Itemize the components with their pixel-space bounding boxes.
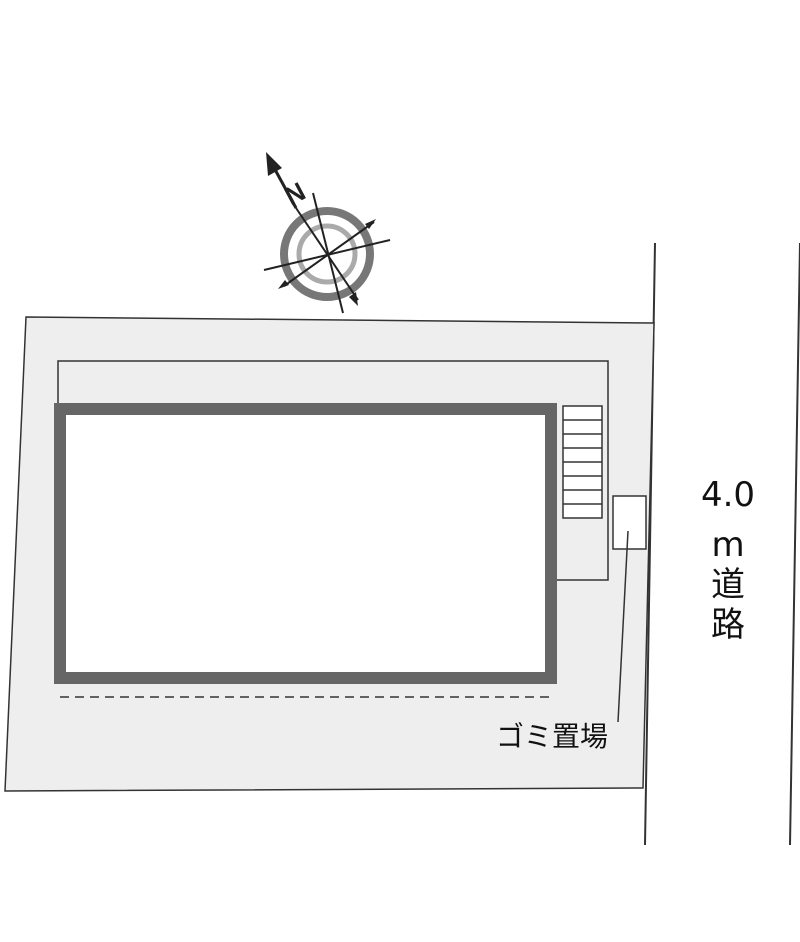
trash-area-box: [612, 495, 647, 550]
road-name-char-2: 路: [711, 605, 745, 645]
trash-area-label: ゴミ置場: [496, 720, 609, 753]
trash-leader-line: [617, 530, 629, 723]
road-unit-label: m: [711, 525, 745, 565]
stairs-icon: [562, 405, 603, 519]
building-outline: [57, 360, 609, 581]
road-name-char-1: 道: [711, 565, 745, 605]
north-label: N: [280, 176, 311, 211]
road-width-label: 4.0: [700, 475, 756, 515]
building: [54, 403, 557, 684]
road-edge-right: [789, 242, 800, 846]
compass-rose-icon: [263, 152, 391, 314]
